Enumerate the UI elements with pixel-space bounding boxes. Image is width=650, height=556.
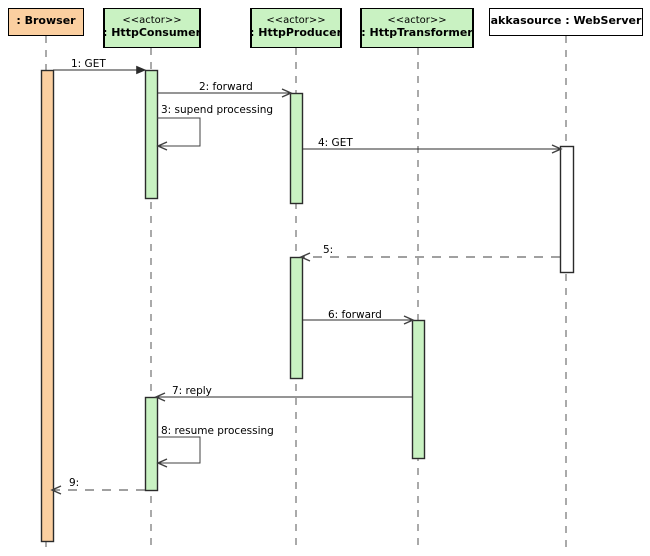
message-label-5: 5: — [323, 244, 334, 256]
lifeline-header-webserver[interactable]: akkasource : WebServer — [489, 8, 643, 36]
message-label-3: 3: supend processing — [161, 104, 274, 116]
message-3-self-call[interactable] — [156, 117, 201, 151]
activation-bar-act-producer-2[interactable] — [289, 256, 304, 380]
lifeline-name-httptransformer: : HttpTransformer — [361, 25, 473, 39]
lifeline-stereotype-httptransformer: <<actor>> — [387, 15, 447, 27]
lifeline-name-httpconsumer: : HttpConsumer — [103, 25, 202, 39]
message-label-6: 6: forward — [328, 309, 382, 321]
activation-bar-act-consumer-2[interactable] — [144, 396, 159, 492]
activation-bar-act-webserver-1[interactable] — [559, 145, 575, 274]
message-8-self-call[interactable] — [156, 436, 201, 468]
lifeline-header-httptransformer[interactable]: <<actor>>: HttpTransformer — [360, 8, 474, 48]
message-label-7: 7: reply — [172, 385, 212, 397]
activation-bar-act-browser[interactable] — [40, 69, 55, 543]
lifeline-header-httpconsumer[interactable]: <<actor>>: HttpConsumer — [103, 8, 201, 48]
activation-bar-act-producer-1[interactable] — [289, 92, 304, 205]
lifeline-group — [45, 36, 567, 552]
lifeline-name-browser: : Browser — [16, 14, 76, 28]
lifeline-name-httpproducer: : HttpProducer — [250, 25, 342, 39]
message-label-2: 2: forward — [199, 81, 253, 93]
message-label-9: 9: — [69, 477, 80, 489]
message-label-4: 4: GET — [318, 137, 353, 149]
activation-group — [40, 69, 575, 543]
activation-bar-act-transformer-1[interactable] — [411, 319, 426, 460]
message-label-8: 8: resume processing — [161, 425, 274, 437]
lifeline-name-webserver: akkasource : WebServer — [490, 14, 642, 28]
message-label-1: 1: GET — [71, 58, 106, 70]
message-group — [50, 65, 563, 495]
lifeline-header-browser[interactable]: : Browser — [8, 8, 84, 36]
activation-bar-act-consumer-1[interactable] — [144, 69, 159, 200]
lifeline-stereotype-httpproducer: <<actor>> — [266, 15, 326, 27]
lifeline-header-httpproducer[interactable]: <<actor>>: HttpProducer — [250, 8, 342, 48]
lifeline-stereotype-httpconsumer: <<actor>> — [122, 15, 182, 27]
